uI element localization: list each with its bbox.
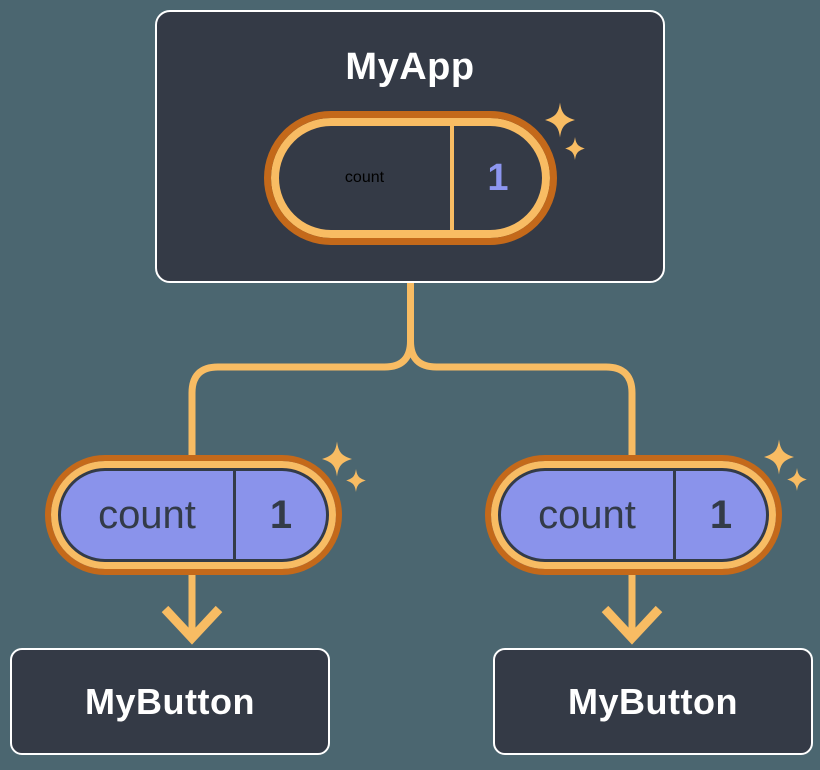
pill-divider [673,471,676,559]
pill-key-label: count [98,492,196,537]
sparkle-icon-small [787,468,807,491]
component-title: MyButton [568,680,738,722]
component-box-mybutton-right: MyButton [493,648,813,755]
state-pill: count 1 [264,111,557,245]
connector-line-right [407,280,636,634]
pill-value-cell: 1 [236,471,326,559]
pill-key-label: count [344,169,385,186]
sparkle-icon-large [764,439,794,475]
pill-key-cell: count [279,126,450,230]
component-title: MyApp [345,46,475,88]
sparkle-icon-large [545,102,575,138]
pill-value-label: 1 [487,156,509,199]
component-box-mybutton-left: MyButton [10,648,330,755]
pill-divider [450,126,454,230]
pill-value-label: 1 [269,492,293,537]
pill-divider [233,471,236,559]
pill-value-label: 1 [709,492,733,537]
pill-value-cell: 1 [454,126,542,230]
pill-key-cell: count [501,471,673,559]
prop-pill: count 1 [485,455,782,575]
sparkle-icon-small [565,137,585,160]
prop-pill: count 1 [45,455,342,575]
pill-key-label: count [538,492,636,537]
component-title: MyButton [85,680,255,722]
pill-value-cell: 1 [676,471,766,559]
arrow-down-icon [601,605,663,645]
pill-key-cell: count [61,471,233,559]
sparkle-icon-large [322,441,352,477]
sparkle-icon-small [346,469,366,492]
arrow-down-icon [161,605,223,645]
